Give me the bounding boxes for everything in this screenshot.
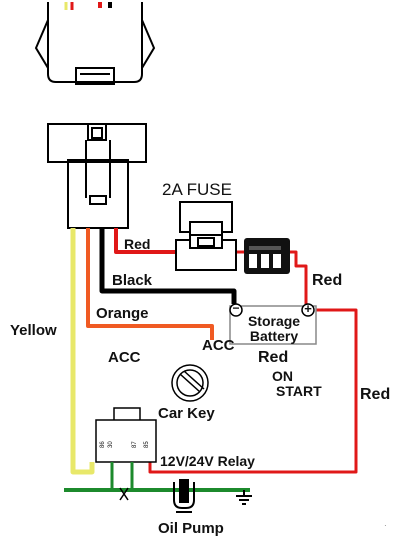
acc-label-left: ACC [108, 349, 141, 366]
battery-negative-terminal: − [232, 301, 240, 315]
car-key-label: Car Key [158, 405, 215, 422]
orange-wire-label: Orange [96, 305, 149, 322]
relay-label: 12V/24V Relay [160, 453, 255, 469]
acc-label-right: ACC [202, 337, 235, 354]
tracker-device [34, 2, 156, 85]
red-wire-label-on: Red [258, 349, 289, 366]
wire-connector [47, 123, 147, 229]
start-label: START [276, 383, 322, 399]
relay-pin-87: 87 [132, 441, 138, 448]
oil-pump-icon [173, 479, 195, 513]
red-wire-label-fuse: Red [124, 236, 151, 252]
relay [95, 407, 157, 463]
red-wire-label-right: Red [360, 386, 391, 403]
svg-text:·: · [384, 521, 387, 530]
fuse-label: 2A FUSE [162, 180, 232, 199]
fuse-block [244, 238, 290, 274]
red-wire-to-relay [148, 308, 358, 474]
battery-label: Storage Battery [247, 313, 301, 344]
relay-pin-85: 85 [144, 441, 150, 448]
battery-positive-terminal: + [304, 301, 312, 316]
black-wire-label: Black [112, 272, 153, 289]
black-wire [99, 228, 237, 304]
ground-icon [236, 490, 252, 505]
relay-pin-86: 86 [100, 441, 106, 448]
car-key-switch [171, 364, 209, 402]
fuse-holder [175, 201, 237, 271]
relay-pin-30: 30 [108, 441, 114, 448]
yellow-wire [70, 228, 95, 475]
orange-wire [86, 228, 214, 340]
oil-pump-circuit [64, 462, 252, 513]
red-wire-label-battery: Red [312, 272, 343, 289]
on-label: ON [272, 368, 293, 384]
oil-pump-label: Oil Pump [158, 520, 224, 537]
red-wire-to-fuse [114, 228, 176, 254]
storage-battery [229, 303, 317, 345]
yellow-wire-label: Yellow [10, 322, 57, 339]
